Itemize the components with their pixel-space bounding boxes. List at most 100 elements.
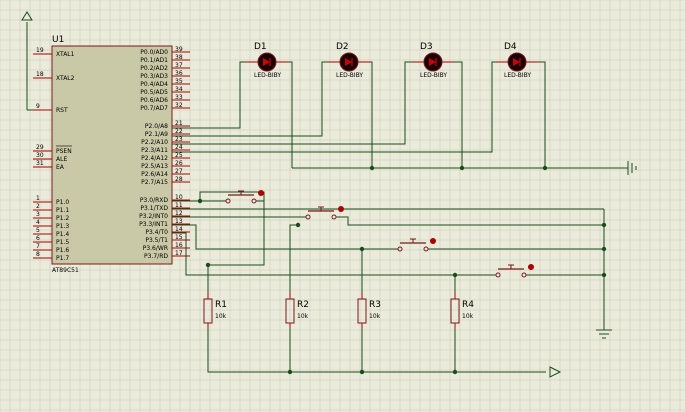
chip-pin-name: ALE	[56, 156, 67, 163]
junction-dot	[287, 369, 293, 375]
chip-pin-number: 2	[36, 203, 40, 210]
button-1[interactable]	[225, 190, 264, 204]
led-diode-icon	[429, 58, 436, 66]
chip-part: AT89C51	[52, 267, 79, 274]
chip-pin-number: 4	[36, 219, 40, 226]
chip-pin-name: P1.2	[56, 215, 69, 222]
junction-dot	[452, 272, 458, 278]
chip-pin-name: P1.0	[56, 199, 69, 206]
chip-pin-name: RST	[56, 107, 68, 114]
resistor-value: 10k	[462, 313, 474, 320]
chip-pin-number: 3	[36, 211, 40, 218]
junction-dot	[601, 272, 607, 278]
chip-pin-number: 8	[36, 251, 40, 258]
push-buttons	[225, 190, 534, 278]
resistor-ref: R3	[369, 300, 381, 310]
chip-pin-number: 10	[175, 194, 183, 201]
chip-pin-number: 13	[175, 218, 183, 225]
chip-pin-number: 30	[36, 152, 44, 159]
chip-pin-number: 7	[36, 243, 40, 250]
chip-pin-name: P0.0/AD0	[140, 49, 168, 56]
chip-pin-name: P1.6	[56, 247, 69, 254]
chip-pin-number: 19	[36, 47, 44, 54]
led-ref: D2	[336, 42, 349, 52]
chip-pin-number: 1	[36, 195, 40, 202]
chip-pin-number: 11	[175, 202, 183, 209]
led-ref: D3	[420, 42, 433, 52]
chip-pin-name: P2.1/A9	[145, 131, 168, 138]
chip-pin-number: 25	[175, 152, 183, 159]
chip-pin-number: 28	[175, 176, 183, 183]
chip-pin-number: 22	[175, 128, 183, 135]
led-part: LED-BIBY	[420, 72, 447, 79]
chip-pin-name: XTAL2	[56, 75, 75, 82]
chip-pin-name: P1.5	[56, 239, 69, 246]
chip-pin-name: P3.7/RD	[144, 253, 168, 260]
junction-dot	[359, 369, 365, 375]
chip-pin-name: P2.3/A11	[141, 147, 168, 154]
chip-pin-name: P3.2/INT0	[139, 213, 168, 220]
button-4[interactable]	[495, 264, 534, 278]
wires	[172, 61, 628, 373]
button-indicator-icon	[258, 190, 264, 196]
chip-pin-number: 37	[175, 62, 183, 69]
chip-pin-name: P3.6/WR	[143, 245, 168, 252]
chip-pin-name: XTAL1	[56, 51, 75, 58]
button-2[interactable]	[305, 206, 344, 220]
led-part: LED-BIBY	[504, 72, 531, 79]
chip-pin-name: P1.7	[56, 255, 69, 262]
button-contact	[423, 246, 429, 252]
chip-ref: U1	[52, 35, 64, 45]
led-ref: D1	[254, 42, 267, 52]
button-3[interactable]	[397, 238, 436, 252]
button-contact	[305, 214, 311, 220]
chip-pin-number: 26	[175, 160, 183, 167]
button-contact	[521, 272, 527, 278]
chip-pin-name: EA	[56, 164, 65, 171]
microcontroller-u1[interactable]: U1 AT89C51 19XTAL118XTAL29RST29PSEN30ALE…	[33, 35, 190, 274]
junction-dot	[452, 369, 458, 375]
resistor-body	[450, 298, 460, 324]
chip-pin-number: 35	[175, 78, 183, 85]
chip-pin-number: 16	[175, 242, 183, 249]
button-indicator-icon	[338, 206, 344, 212]
resistor-value: 10k	[215, 313, 227, 320]
chip-pin-number: 39	[175, 46, 183, 53]
chip-pin-number: 17	[175, 250, 183, 257]
output-terminal[interactable]	[549, 366, 562, 378]
chip-pin-number: 33	[175, 94, 183, 101]
chip-pin-number: 15	[175, 234, 183, 241]
chip-pin-name: P1.4	[56, 231, 69, 238]
chip-pin-name: P2.0/A8	[145, 123, 168, 130]
chip-pin-number: 6	[36, 235, 40, 242]
chip-pin-name: P0.1/AD1	[140, 57, 168, 64]
led-diode-icon	[513, 58, 520, 66]
chip-pin-name: P0.2/AD2	[140, 65, 168, 72]
chip-pin-name: P3.1/TXD	[140, 205, 168, 212]
resistor-ref: R2	[297, 300, 309, 310]
power-terminal[interactable]	[21, 11, 33, 111]
chip-pin-number: 34	[175, 86, 183, 93]
button-contact	[495, 272, 501, 278]
chip-pin-number: 12	[175, 210, 183, 217]
led-ground-symbol	[627, 161, 637, 175]
chip-pin-name: P2.2/A10	[141, 139, 168, 146]
junction-dot	[197, 198, 203, 204]
junction-dot	[205, 262, 211, 268]
chip-pin-number: 31	[36, 160, 44, 167]
chip-pin-number: 5	[36, 227, 40, 234]
chip-pin-name: P2.6/A14	[141, 171, 168, 178]
junction-dot	[459, 165, 465, 171]
chip-pin-number: 18	[36, 71, 44, 78]
chip-pin-name: P3.4/T0	[145, 229, 168, 236]
